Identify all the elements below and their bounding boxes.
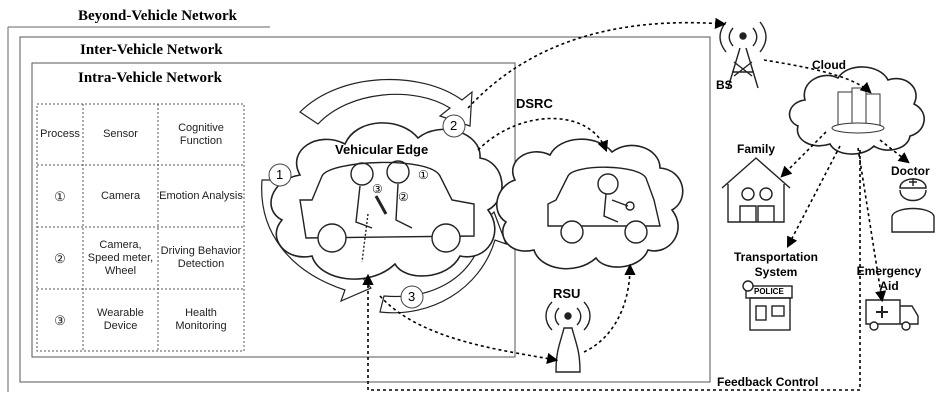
emergency-aid-label: Emergency Aid <box>854 264 924 294</box>
marker-two: ② <box>398 190 409 204</box>
table-cell-sensor: Camera, Speed meter, Wheel <box>83 227 158 289</box>
table-cell-sensor: Camera <box>83 165 158 227</box>
table-cell-process: ① <box>37 165 83 227</box>
inter-vehicle-title: Inter-Vehicle Network <box>80 42 223 59</box>
cycle-step-2: 2 <box>450 118 457 133</box>
table-header-cognitive: Cognitive Function <box>158 104 244 165</box>
bs-label: BS <box>716 78 733 92</box>
police-sign-label: POLICE <box>754 287 784 296</box>
marker-one: ① <box>418 168 429 182</box>
table-header-sensor: Sensor <box>83 104 158 165</box>
cloud-label: Cloud <box>812 58 846 72</box>
cycle-step-3: 3 <box>408 289 415 304</box>
family-house-icon <box>722 158 790 222</box>
table-cell-function: Health Monitoring <box>158 289 244 351</box>
vehicular-edge-label: Vehicular Edge <box>335 142 428 157</box>
rsu-icon <box>546 302 590 372</box>
doctor-icon <box>892 178 934 232</box>
table-cell-sensor: Wearable Device <box>83 289 158 351</box>
table-header-process: Process <box>37 104 83 165</box>
transportation-label: Transportation System <box>726 250 826 280</box>
table-cell-function: Driving Behavior Detection <box>158 227 244 289</box>
table-cell-function: Emotion Analysis <box>158 165 244 227</box>
doctor-label: Doctor <box>891 164 930 178</box>
dsrc-label: DSRC <box>516 96 553 111</box>
table-cell-process: ② <box>37 227 83 289</box>
table-cell-process: ③ <box>37 289 83 351</box>
cycle-step-1: 1 <box>276 167 283 182</box>
feedback-control-label: Feedback Control <box>717 375 818 389</box>
intra-vehicle-title: Intra-Vehicle Network <box>78 70 222 87</box>
ambulance-icon <box>866 300 918 330</box>
beyond-vehicle-title: Beyond-Vehicle Network <box>78 8 237 25</box>
rsu-label: RSU <box>553 286 580 301</box>
server-icon <box>832 88 884 133</box>
family-label: Family <box>737 142 775 156</box>
marker-three: ③ <box>372 182 383 196</box>
